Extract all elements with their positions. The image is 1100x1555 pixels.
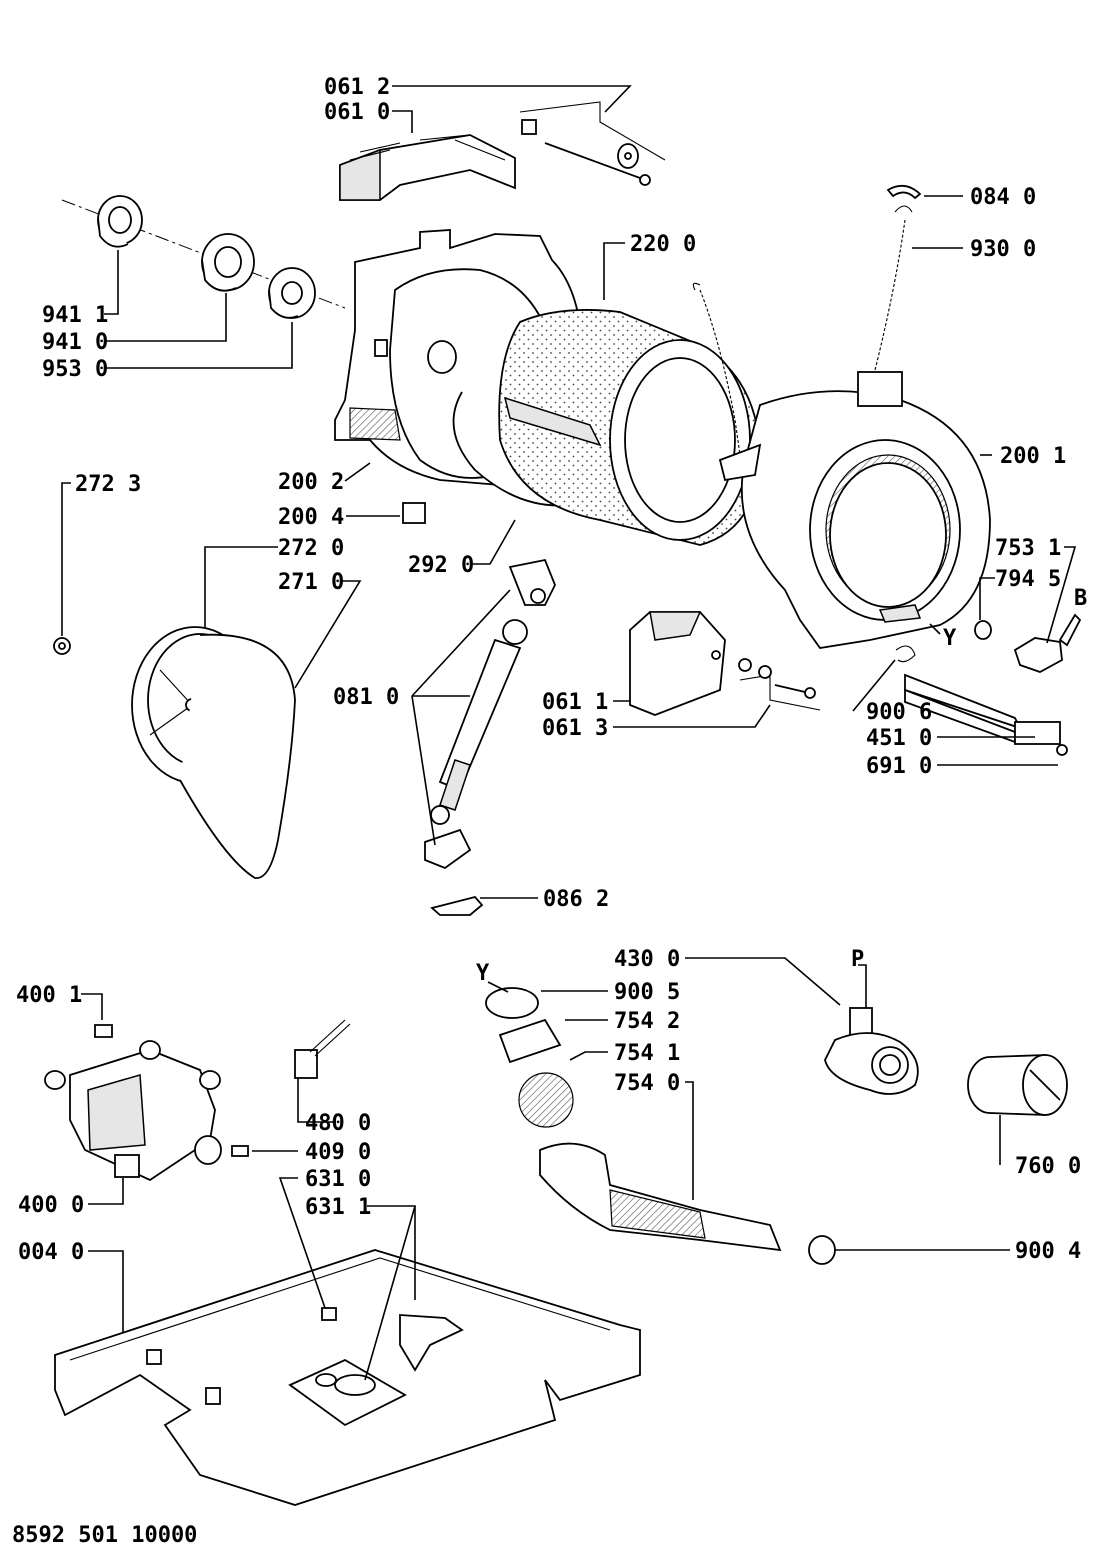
drain-pump — [824, 1007, 919, 1095]
callout-084-0: 084 0 — [970, 185, 1036, 210]
callout-400-1: 400 1 — [16, 983, 82, 1008]
callout-409-0: 409 0 — [305, 1140, 371, 1165]
clip-900-6 — [895, 645, 916, 663]
callout-480-0: 480 0 — [305, 1111, 371, 1136]
callout-061-2: 061 2 — [324, 75, 390, 100]
callout-900-6: 900 6 — [866, 700, 932, 725]
callout-451-0: 451 0 — [866, 726, 932, 751]
callout-200-2: 200 2 — [278, 470, 344, 495]
callout-941-1: 941 1 — [42, 303, 108, 328]
callout-794-5: 794 5 — [995, 567, 1061, 592]
callout-631-0: 631 0 — [305, 1167, 371, 1192]
bracket-061-1 — [629, 611, 726, 716]
callout-754-1: 754 1 — [614, 1041, 680, 1066]
sensor-753-1 — [1013, 613, 1082, 673]
spring-hook-084 — [886, 184, 922, 200]
grommet-794-5 — [974, 620, 992, 640]
base-tray — [54, 1249, 641, 1506]
leader-lines — [61, 85, 1077, 1381]
callout-200-4: 200 4 — [278, 505, 344, 530]
sump-hose — [485, 987, 782, 1252]
bearing-953-0 — [268, 267, 316, 319]
callout-631-1: 631 1 — [305, 1195, 371, 1220]
shock-clip-086 — [430, 895, 484, 916]
callout-086-2: 086 2 — [543, 887, 609, 912]
clip-200-4 — [402, 502, 426, 524]
callout-220-0: 220 0 — [630, 232, 696, 257]
callout-272-0: 272 0 — [278, 536, 344, 561]
callout-754-2: 754 2 — [614, 1009, 680, 1034]
callout-430-0: 430 0 — [614, 947, 680, 972]
callout-061-3: 061 3 — [542, 716, 608, 741]
callout-900-5: 900 5 — [614, 980, 680, 1005]
callout-272-3: 272 3 — [75, 472, 141, 497]
callout-400-0: 400 0 — [18, 1193, 84, 1218]
motor — [44, 1024, 249, 1182]
callout-941-0: 941 0 — [42, 330, 108, 355]
bearings — [61, 195, 346, 319]
shock-absorber — [424, 558, 556, 870]
callout-760-0: 760 0 — [1015, 1154, 1081, 1179]
callout-753-1: 753 1 — [995, 536, 1061, 561]
callout-900-4: 900 4 — [1015, 1239, 1081, 1264]
counterweight-top — [339, 134, 516, 201]
callout-y-1: Y — [943, 626, 957, 651]
bolt-kit-061-3 — [738, 658, 821, 711]
callout-292-0: 292 0 — [408, 553, 474, 578]
callout-061-0: 061 0 — [324, 100, 390, 125]
callout-953-0: 953 0 — [42, 357, 108, 382]
pump-filter — [967, 1054, 1068, 1116]
connector-480-0 — [294, 1019, 351, 1079]
suspension-spring-930 — [874, 205, 913, 371]
callout-004-0: 004 0 — [18, 1240, 84, 1265]
bearing-941-0 — [201, 233, 255, 292]
bearing-941-1 — [97, 195, 143, 248]
callout-754-0: 754 0 — [614, 1071, 680, 1096]
callout-271-0: 271 0 — [278, 570, 344, 595]
callout-081-0: 081 0 — [333, 685, 399, 710]
callout-p: P — [851, 947, 864, 972]
suspension-spring-left — [692, 282, 741, 456]
callout-y-2: Y — [476, 961, 490, 986]
callout-930-0: 930 0 — [970, 237, 1036, 262]
callout-061-1: 061 1 — [542, 690, 608, 715]
bolt-kit-top — [519, 101, 666, 186]
document-number: 8592 501 10000 — [12, 1523, 197, 1548]
drive-belt — [179, 633, 296, 879]
callout-691-0: 691 0 — [866, 754, 932, 779]
callout-200-1: 200 1 — [1000, 444, 1066, 469]
pulley-nut — [53, 637, 71, 655]
front-tub-half — [718, 371, 991, 649]
hose-clamp-900-4 — [808, 1235, 836, 1265]
callout-b: B — [1074, 586, 1087, 611]
drum — [498, 309, 761, 546]
heater-element — [904, 673, 1068, 756]
callout-labels: 061 2 061 0 084 0 930 0 220 0 941 1 941 … — [12, 75, 1087, 1548]
